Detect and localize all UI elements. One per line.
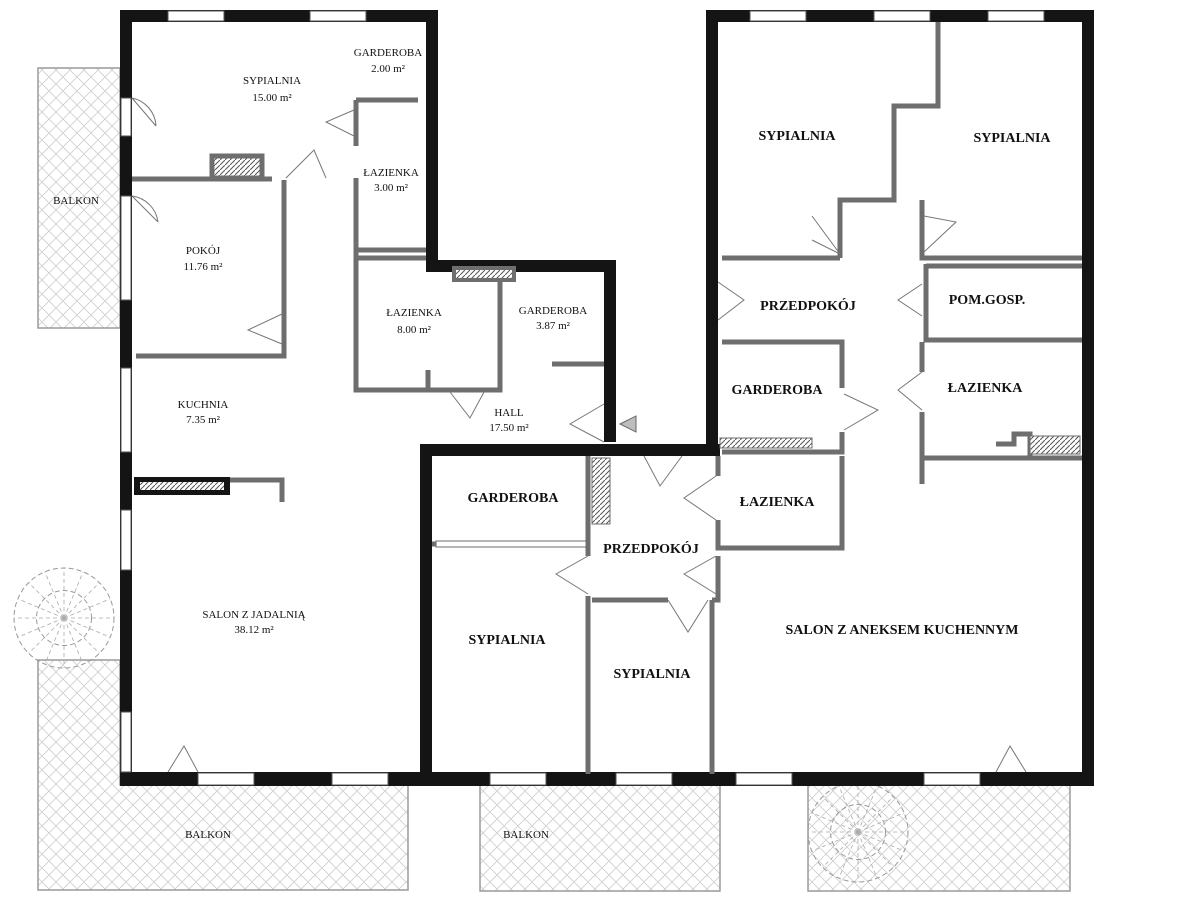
exterior-walls-left — [120, 10, 616, 786]
room-hall-label: HALL 17.50 m² — [489, 407, 529, 434]
room-name: SYPIALNIA — [243, 75, 301, 87]
entrance-arrow-icon — [618, 415, 637, 433]
room-lazienka-mid-label: ŁAZIENKA 8.00 m² — [386, 307, 442, 336]
room-pom-gosp-label: POM.GOSP. — [949, 293, 1026, 308]
room-area: 17.50 m² — [489, 422, 529, 434]
room-garderoba-south-label: GARDEROBA — [467, 491, 559, 506]
balcony-right — [807, 784, 1071, 892]
room-name: GARDEROBA — [519, 305, 588, 317]
room-salon-label: SALON Z JADALNIĄ 38.12 m² — [202, 609, 305, 636]
exterior-walls-right — [420, 10, 1094, 786]
room-area: 38.12 m² — [234, 624, 274, 636]
room-sypialnia-sw-label: SYPIALNIA — [468, 633, 546, 648]
plant-symbol-left — [13, 567, 115, 669]
room-area: 15.00 m² — [252, 92, 292, 104]
room-area: 7.35 m² — [186, 414, 221, 426]
room-garderoba-mid-label: GARDEROBA 3.87 m² — [519, 305, 588, 332]
room-area: 3.00 m² — [374, 182, 409, 194]
balcony-middle: BALKON — [479, 784, 721, 892]
room-pokoj-label: POKÓJ 11.76 m² — [184, 245, 224, 273]
room-przedpokoj-south-label: PRZEDPOKÓJ — [603, 540, 699, 557]
room-lazienka-east-label: ŁAZIENKA — [948, 381, 1024, 396]
door-swings — [131, 97, 1027, 773]
balcony-middle-label: BALKON — [503, 829, 549, 841]
room-sypialnia-label: SYPIALNIA 15.00 m² — [243, 75, 301, 104]
room-area: 11.76 m² — [184, 261, 224, 273]
balcony-left-bottom-label: BALKON — [185, 829, 231, 841]
room-name: KUCHNIA — [178, 399, 229, 411]
interior-walls-right — [432, 22, 1082, 774]
room-sypialnia-ne2-label: SYPIALNIA — [973, 131, 1051, 146]
room-area: 8.00 m² — [397, 324, 432, 336]
room-salon-aneks-label: SALON Z ANEKSEM KUCHENNYM — [786, 623, 1019, 638]
room-name: HALL — [494, 407, 524, 419]
room-name: ŁAZIENKA — [363, 167, 419, 179]
balcony-left-top: BALKON — [37, 67, 121, 329]
windows — [120, 10, 1045, 786]
room-sypialnia-s-label: SYPIALNIA — [613, 667, 691, 682]
interior-walls-left — [132, 97, 604, 502]
room-garderoba-top-label: GARDEROBA 2.00 m² — [354, 47, 423, 75]
room-lazienka-small-label: ŁAZIENKA 3.00 m² — [363, 167, 419, 194]
plant-symbol-right — [807, 781, 909, 883]
room-area: 2.00 m² — [371, 63, 406, 75]
room-name: SALON Z JADALNIĄ — [202, 609, 305, 621]
room-name: POKÓJ — [186, 245, 221, 257]
room-kuchnia-label: KUCHNIA 7.35 m² — [178, 399, 229, 426]
room-area: 3.87 m² — [536, 320, 571, 332]
room-name: ŁAZIENKA — [386, 307, 442, 319]
room-garderoba-east-label: GARDEROBA — [731, 383, 823, 398]
room-lazienka-center-label: ŁAZIENKA — [740, 495, 816, 510]
room-przedpokoj-north-label: PRZEDPOKÓJ — [760, 297, 856, 314]
room-name: GARDEROBA — [354, 47, 423, 59]
balcony-left-top-label: BALKON — [53, 195, 99, 207]
room-sypialnia-ne1-label: SYPIALNIA — [758, 129, 836, 144]
